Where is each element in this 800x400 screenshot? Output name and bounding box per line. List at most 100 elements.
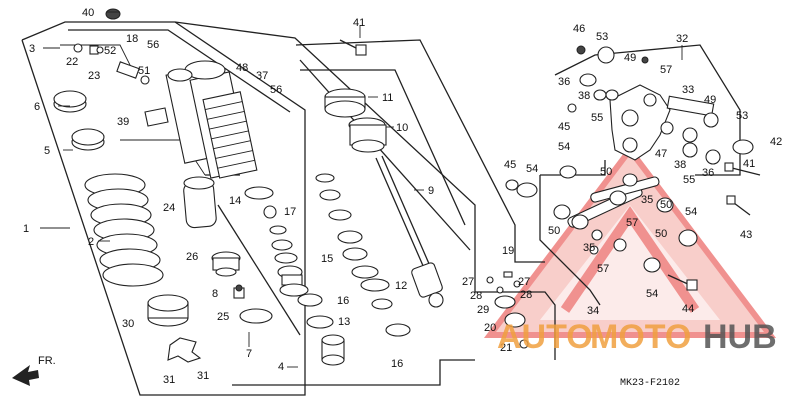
spring-seat-5 bbox=[71, 128, 105, 151]
callout-51: 51 bbox=[138, 65, 150, 77]
callout-35b: 35 bbox=[583, 242, 595, 254]
callout-54d: 54 bbox=[646, 288, 658, 300]
callout-14: 14 bbox=[229, 195, 241, 207]
callout-48: 48 bbox=[236, 62, 248, 74]
callout-11: 11 bbox=[382, 92, 393, 104]
callout-54a: 54 bbox=[526, 163, 538, 175]
callout-15: 15 bbox=[321, 253, 333, 265]
bladder-24 bbox=[183, 176, 217, 229]
shock-arm-47 bbox=[609, 84, 671, 161]
callout-57c: 57 bbox=[597, 263, 609, 275]
oring-14 bbox=[244, 186, 274, 200]
callout-50b: 50 bbox=[548, 225, 560, 237]
watermark-logo: AUTO MOTO HUB bbox=[497, 318, 777, 356]
nut-17 bbox=[263, 205, 277, 219]
callout-18: 18 bbox=[126, 33, 138, 45]
callout-32: 32 bbox=[676, 33, 688, 45]
callout-25: 25 bbox=[217, 311, 229, 323]
callout-13: 13 bbox=[338, 316, 350, 328]
leader-lines bbox=[40, 11, 683, 368]
callout-24: 24 bbox=[163, 202, 175, 214]
linkage-bushings-right bbox=[567, 45, 754, 165]
diagram-code: MK23-F2102 bbox=[620, 378, 680, 389]
valve-8 bbox=[233, 284, 245, 299]
callout-20: 20 bbox=[484, 322, 496, 334]
shock-spring-2 bbox=[84, 173, 164, 287]
callout-26: 26 bbox=[186, 251, 198, 263]
callout-17: 17 bbox=[284, 206, 296, 218]
callout-46: 46 bbox=[573, 23, 585, 35]
label-39 bbox=[144, 107, 169, 127]
callout-3: 3 bbox=[29, 43, 35, 55]
callout-36a: 36 bbox=[558, 76, 570, 88]
callout-38b: 38 bbox=[674, 159, 686, 171]
callout-8: 8 bbox=[212, 288, 218, 300]
small-fasteners-22-23 bbox=[73, 43, 104, 55]
tie-rods-50 bbox=[553, 173, 698, 273]
callout-37: 37 bbox=[256, 70, 268, 82]
callout-41b: 41 bbox=[743, 158, 755, 170]
callout-16a: 16 bbox=[337, 295, 349, 307]
adjuster-18 bbox=[116, 61, 150, 85]
callout-55a: 55 bbox=[591, 112, 603, 124]
callout-5: 5 bbox=[44, 145, 50, 157]
callout-34: 34 bbox=[587, 305, 599, 317]
spring-seat-6 bbox=[53, 90, 87, 113]
callout-39: 39 bbox=[117, 116, 129, 128]
bump-rubber-10-11 bbox=[324, 88, 387, 153]
callout-38a: 38 bbox=[578, 90, 590, 102]
callout-29: 29 bbox=[477, 304, 489, 316]
callout-47: 47 bbox=[655, 148, 667, 160]
damper-internal-stack-left bbox=[269, 225, 345, 366]
watermark-part1: AUTO bbox=[497, 318, 593, 356]
watermark-triangle bbox=[483, 145, 777, 338]
callout-2: 2 bbox=[88, 236, 94, 248]
callout-40: 40 bbox=[82, 7, 94, 19]
callout-50d: 50 bbox=[655, 228, 667, 240]
callout-41a: 41 bbox=[353, 17, 365, 29]
callout-23: 23 bbox=[88, 70, 100, 82]
callout-27b: 27 bbox=[518, 276, 530, 288]
front-direction-arrow-icon bbox=[12, 365, 39, 386]
callout-12: 12 bbox=[395, 280, 407, 292]
callout-28b: 28 bbox=[520, 289, 532, 301]
bolt-41-top bbox=[339, 39, 367, 56]
callout-31a: 31 bbox=[163, 374, 175, 386]
stopper-31 bbox=[167, 337, 202, 363]
callout-27a: 27 bbox=[462, 276, 474, 288]
callout-21: 21 bbox=[500, 342, 512, 354]
callout-56b: 56 bbox=[270, 84, 282, 96]
callout-7: 7 bbox=[246, 348, 252, 360]
callout-4: 4 bbox=[278, 361, 284, 373]
callout-45b: 45 bbox=[558, 121, 570, 133]
front-label: FR. bbox=[38, 355, 56, 367]
callout-1: 1 bbox=[23, 223, 29, 235]
callout-9: 9 bbox=[428, 185, 434, 197]
callout-44: 44 bbox=[682, 303, 694, 315]
callout-56a: 56 bbox=[147, 39, 159, 51]
bolts-right bbox=[505, 162, 761, 291]
callout-49a: 49 bbox=[624, 52, 636, 64]
callout-55b: 55 bbox=[683, 174, 695, 186]
callout-54c: 54 bbox=[685, 206, 697, 218]
callout-45a: 45 bbox=[504, 159, 516, 171]
watermark-part3: HUB bbox=[703, 318, 777, 356]
callout-52: 52 bbox=[104, 45, 116, 57]
damper-rod-9 bbox=[375, 155, 444, 308]
watermark-part2: MOTO bbox=[590, 318, 691, 356]
callout-30: 30 bbox=[122, 318, 134, 330]
callout-43: 43 bbox=[740, 229, 752, 241]
callout-10: 10 bbox=[396, 122, 408, 134]
callout-33: 33 bbox=[682, 84, 694, 96]
callout-53a: 53 bbox=[596, 31, 608, 43]
washer-40 bbox=[105, 8, 121, 20]
bearing-parts-19-21 bbox=[486, 271, 529, 349]
callout-50c: 50 bbox=[660, 199, 672, 211]
cap-26 bbox=[211, 251, 241, 277]
callout-50a: 50 bbox=[600, 166, 612, 178]
callout-49b: 49 bbox=[704, 94, 716, 106]
callout-19: 19 bbox=[502, 245, 514, 257]
callout-28a: 28 bbox=[470, 290, 482, 302]
damper-internal-stack-right bbox=[315, 173, 411, 337]
callout-57b: 57 bbox=[626, 217, 638, 229]
